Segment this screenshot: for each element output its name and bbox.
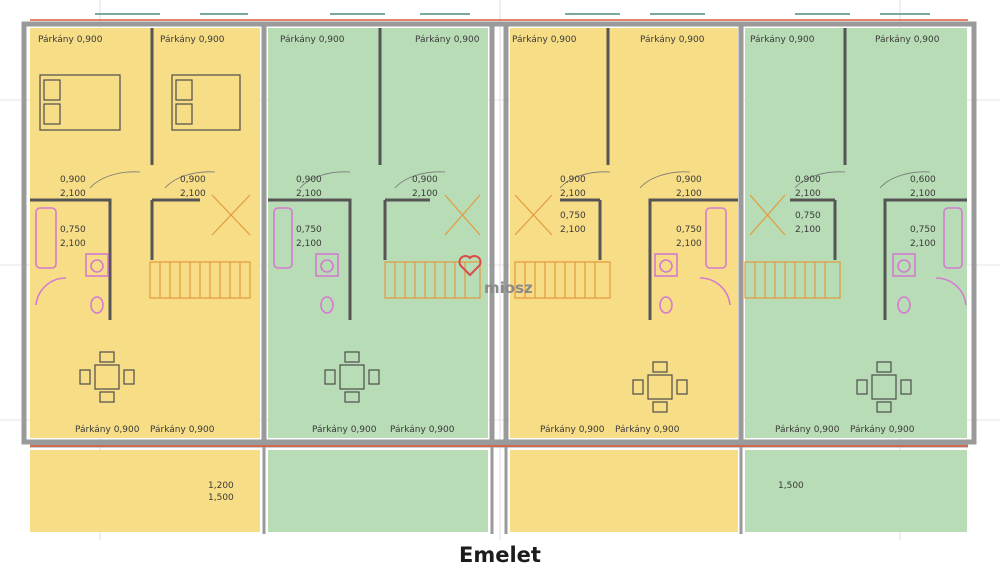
- label-h2100-14: 2,100: [910, 239, 936, 249]
- unit-2-terrace: [268, 450, 488, 532]
- label-parkany-4: Párkány 0,900: [415, 35, 480, 45]
- label-h2100-8: 2,100: [910, 189, 936, 199]
- label-h2100-3: 2,100: [296, 189, 322, 199]
- unit-3-fill: [510, 28, 738, 438]
- label-parkany-10: Párkány 0,900: [150, 425, 215, 435]
- label-w750-4: 0,750: [676, 225, 702, 235]
- label-h2100-4: 2,100: [412, 189, 438, 199]
- label-w900-5: 0,900: [560, 175, 586, 185]
- unit-4-terrace: [745, 450, 967, 532]
- door-arcs: [89, 171, 931, 189]
- logo-text: miosz: [484, 279, 533, 297]
- plan-caption: Emelet: [459, 543, 541, 567]
- label-h2100-13: 2,100: [795, 225, 821, 235]
- label-parkany-3: Párkány 0,900: [280, 35, 345, 45]
- dimension-labels: Párkány 0,900 Párkány 0,900 Párkány 0,90…: [38, 35, 940, 503]
- bathrooms: [35, 207, 967, 314]
- label-parkany-12: Párkány 0,900: [390, 425, 455, 435]
- interior-walls: [30, 28, 967, 320]
- floor-plan: Párkány 0,900 Párkány 0,900 Párkány 0,90…: [0, 0, 1000, 540]
- label-w900-7: 0,900: [795, 175, 821, 185]
- unit-1-fill: [30, 28, 260, 438]
- label-w900-6: 0,900: [676, 175, 702, 185]
- label-parkany-16: Párkány 0,900: [850, 425, 915, 435]
- watermark-logo: miosz: [458, 255, 533, 297]
- label-h2100-11: 2,100: [560, 225, 586, 235]
- label-h2100-10: 2,100: [296, 239, 322, 249]
- label-parkany-6: Párkány 0,900: [640, 35, 705, 45]
- label-w900-3: 0,900: [296, 175, 322, 185]
- beds: [39, 74, 241, 131]
- dining-sets: [79, 351, 912, 413]
- label-parkany-14: Párkány 0,900: [615, 425, 680, 435]
- label-parkany-5: Párkány 0,900: [512, 35, 577, 45]
- unit-1-terrace: [30, 450, 260, 532]
- label-h2100-2: 2,100: [180, 189, 206, 199]
- unit-4-fill: [745, 28, 967, 438]
- label-w1200-1: 1,200: [208, 481, 234, 491]
- label-parkany-1: Párkány 0,900: [38, 35, 103, 45]
- label-w900-1: 0,900: [60, 175, 86, 185]
- sill-lines: [30, 19, 968, 447]
- label-w750-1: 0,750: [60, 225, 86, 235]
- label-parkany-13: Párkány 0,900: [540, 425, 605, 435]
- label-h2100-5: 2,100: [560, 189, 586, 199]
- heart-house-icon: [458, 255, 482, 277]
- label-w750-2: 0,750: [296, 225, 322, 235]
- walls: [21, 21, 977, 445]
- label-h2100-9: 2,100: [60, 239, 86, 249]
- label-w750-5: 0,750: [795, 211, 821, 221]
- label-h2100-1: 2,100: [60, 189, 86, 199]
- label-h2100-12: 2,100: [676, 239, 702, 249]
- label-parkany-15: Párkány 0,900: [775, 425, 840, 435]
- label-w750-6: 0,750: [910, 225, 936, 235]
- label-parkany-2: Párkány 0,900: [160, 35, 225, 45]
- label-h2100-7: 2,100: [795, 189, 821, 199]
- label-parkany-7: Párkány 0,900: [750, 35, 815, 45]
- label-w1500-1: 1,500: [208, 493, 234, 503]
- label-w750-3: 0,750: [560, 211, 586, 221]
- label-parkany-9: Párkány 0,900: [75, 425, 140, 435]
- label-parkany-8: Párkány 0,900: [875, 35, 940, 45]
- label-h2100-6: 2,100: [676, 189, 702, 199]
- label-w900-4: 0,900: [412, 175, 438, 185]
- label-parkany-11: Párkány 0,900: [312, 425, 377, 435]
- label-w900-2: 0,900: [180, 175, 206, 185]
- label-w600-8: 0,600: [910, 175, 936, 185]
- label-w1500-2: 1,500: [778, 481, 804, 491]
- staircases: [149, 194, 841, 299]
- unit-3-terrace: [510, 450, 738, 532]
